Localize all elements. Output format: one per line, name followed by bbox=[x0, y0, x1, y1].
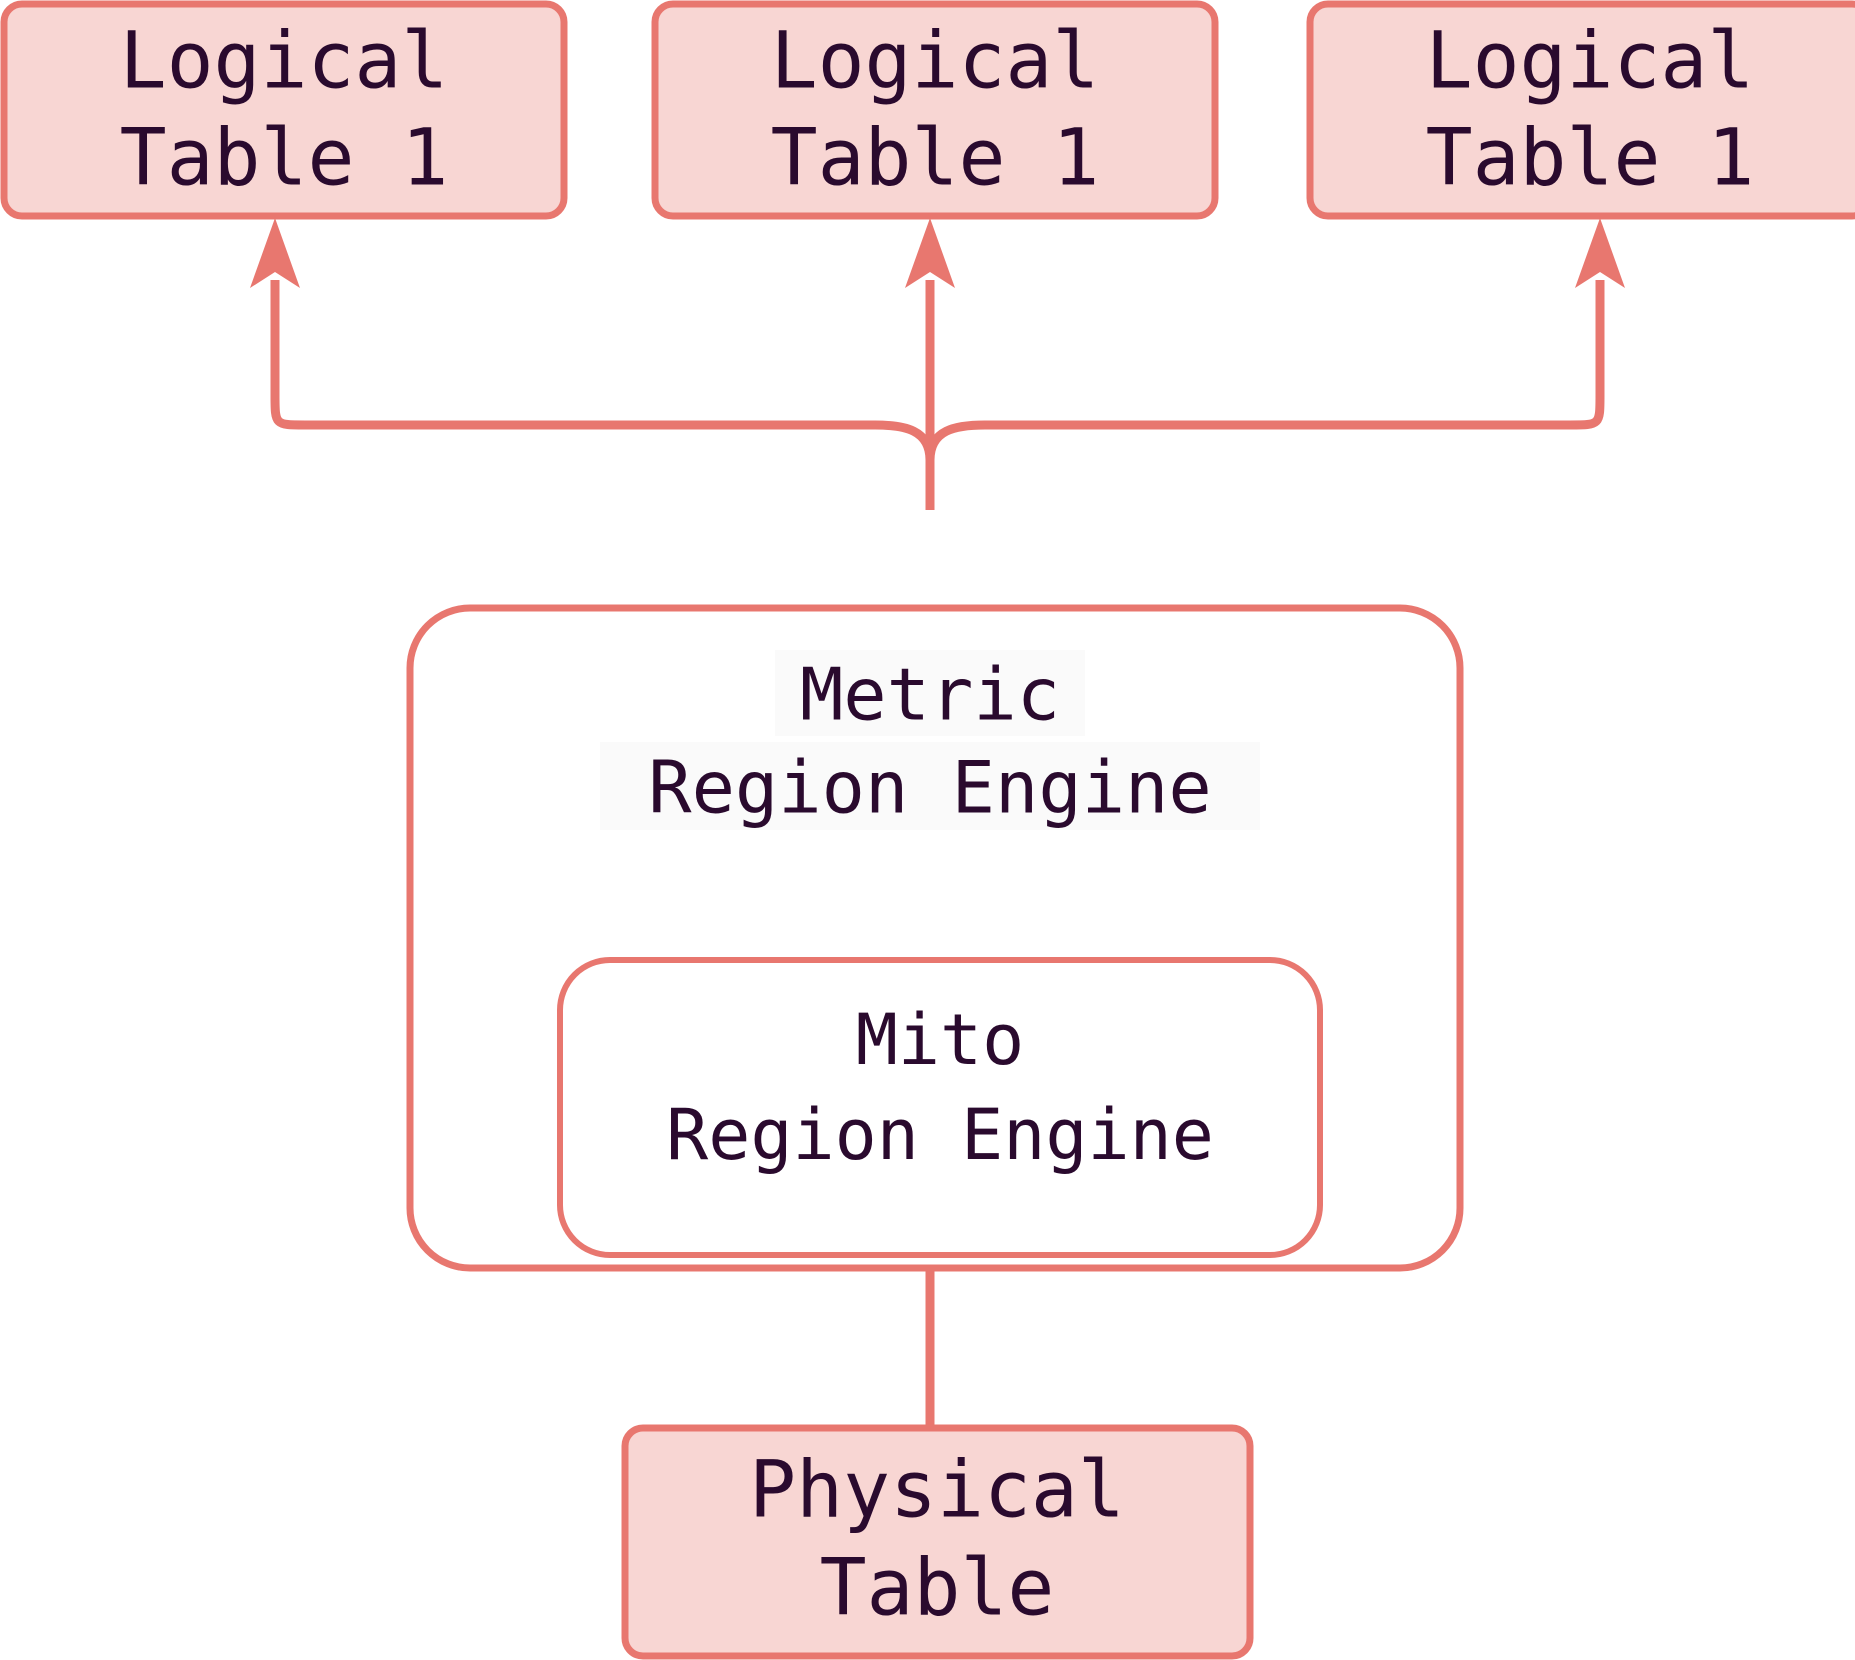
node-mito-region-engine[interactable]: Mito Region Engine bbox=[557, 957, 1323, 1258]
logical-table-2-label-line2: Table 1 bbox=[771, 113, 1100, 203]
arrowhead-logical-table-1 bbox=[250, 218, 300, 288]
arrowhead-logical-table-3 bbox=[1575, 218, 1625, 288]
logical-table-1-box[interactable] bbox=[0, 0, 568, 220]
node-logical-table-2[interactable]: Logical Table 1 bbox=[651, 0, 1219, 220]
mito-region-engine-label-line1: Mito bbox=[856, 999, 1025, 1081]
logical-table-3-label-line2: Table 1 bbox=[1426, 113, 1755, 203]
logical-table-1-label-line2: Table 1 bbox=[120, 113, 449, 203]
node-logical-table-1[interactable]: Logical Table 1 bbox=[0, 0, 568, 220]
metric-region-engine-label-halo-1 bbox=[775, 650, 1085, 736]
logical-table-3-box[interactable] bbox=[1306, 0, 1855, 220]
mito-region-engine-box[interactable] bbox=[557, 957, 1323, 1258]
logical-table-1-label-line1: Logical bbox=[120, 16, 449, 106]
physical-table-label-line2: Table bbox=[820, 1543, 1055, 1633]
edge-bus-right bbox=[925, 280, 1605, 461]
edge-bus-left bbox=[270, 280, 935, 461]
arrowhead-logical-table-2 bbox=[905, 218, 955, 288]
metric-region-engine-label-halo-2 bbox=[600, 742, 1260, 830]
metric-region-engine-label-line2: Region Engine bbox=[648, 746, 1212, 830]
physical-table-box[interactable] bbox=[621, 1424, 1254, 1660]
logical-table-3-label-line1: Logical bbox=[1426, 16, 1755, 106]
logical-table-2-box[interactable] bbox=[651, 0, 1219, 220]
metric-region-engine-label-line1: Metric bbox=[800, 653, 1060, 737]
node-physical-table[interactable]: Physical Table bbox=[621, 1424, 1254, 1660]
logical-table-2-label-line1: Logical bbox=[771, 16, 1100, 106]
mito-region-engine-label-line2: Region Engine bbox=[666, 1094, 1214, 1176]
physical-table-label-line1: Physical bbox=[749, 1445, 1125, 1535]
node-logical-table-3[interactable]: Logical Table 1 bbox=[1306, 0, 1855, 220]
